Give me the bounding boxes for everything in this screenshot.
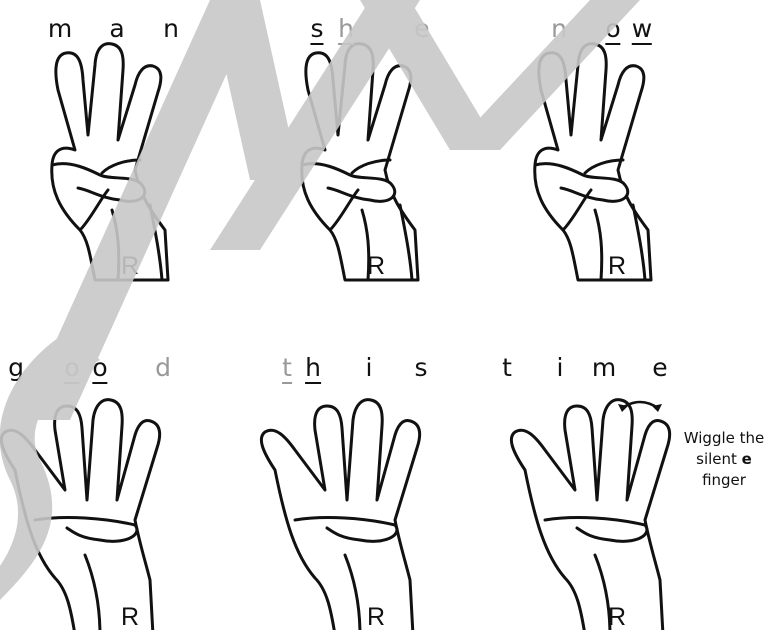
hand-label-r: R	[608, 252, 626, 281]
letter-underlined: h	[338, 16, 354, 45]
letter: m	[592, 355, 616, 380]
note-line-1: Wiggle the	[668, 428, 776, 449]
hand-label-r: R	[367, 252, 385, 281]
letter: s	[414, 355, 427, 380]
note-bold-letter: e	[742, 450, 752, 468]
letter: e	[652, 355, 667, 380]
letter: g	[8, 355, 24, 380]
note-line-3: finger	[668, 470, 776, 491]
letter-underlined: s	[310, 16, 323, 45]
letter: e	[414, 16, 429, 41]
letter: m	[48, 16, 72, 41]
letter-underlined: o	[92, 355, 107, 384]
hand-label-r: R	[121, 252, 139, 281]
letter-underlined: w	[632, 16, 652, 45]
note-line-2-prefix: silent	[696, 450, 742, 468]
hand-label-r: R	[608, 603, 626, 632]
hand-label-r: R	[367, 603, 385, 632]
note-line-2: silent e	[668, 449, 776, 470]
letter-underlined: t	[282, 355, 292, 384]
letter: i	[557, 355, 564, 380]
letter: t	[502, 355, 512, 380]
letter: n	[551, 16, 567, 41]
letter-underlined: o	[605, 16, 620, 45]
wiggle-note: Wiggle the silent e finger	[668, 428, 776, 491]
letter: d	[155, 355, 171, 380]
letter-underlined: o	[64, 355, 79, 384]
letter: a	[109, 16, 124, 41]
hand-label-r: R	[121, 603, 139, 632]
letter: n	[163, 16, 179, 41]
letter-underlined: h	[305, 355, 321, 384]
letter: i	[366, 355, 373, 380]
